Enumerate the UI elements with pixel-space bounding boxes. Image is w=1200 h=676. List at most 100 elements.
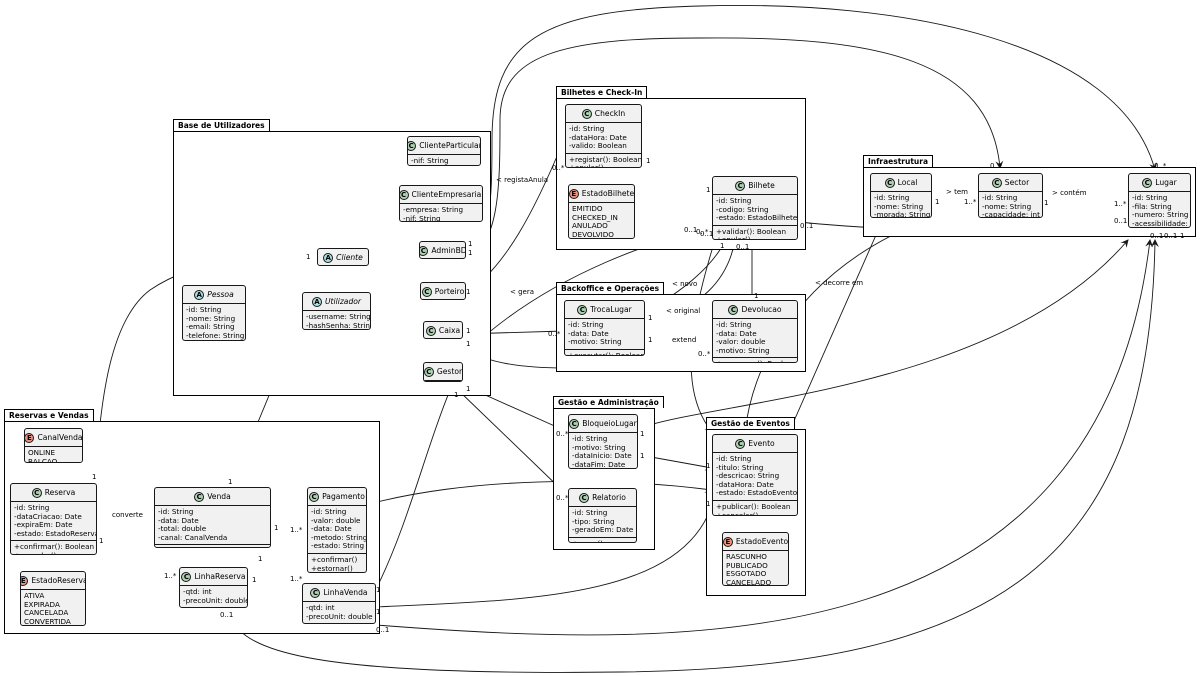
stereotype-c-icon: C bbox=[728, 305, 739, 315]
attributes-line: -estado: EstadoEvento bbox=[716, 488, 798, 498]
methods: +publicar(): Boolean+cancelar() bbox=[713, 499, 797, 516]
label-decorre-em: < decorre em bbox=[815, 279, 864, 287]
mult: 0..* bbox=[548, 330, 561, 338]
label-extend: extend bbox=[672, 336, 697, 344]
mult: 1 bbox=[466, 340, 471, 348]
mult: 1..* bbox=[964, 198, 977, 206]
attributes-line: -nif: String bbox=[403, 213, 441, 222]
attributes-line: -username: String bbox=[306, 312, 371, 321]
methods-line: +processar(): Boolean bbox=[716, 360, 796, 362]
attributes: -qtd: int-precoUnit: double bbox=[180, 585, 247, 607]
mult: 0..1 bbox=[1150, 232, 1164, 240]
mult: 1 bbox=[468, 249, 473, 257]
attributes-line: -dataInicio: Date bbox=[572, 451, 632, 461]
attributes-line: -tipo: String bbox=[572, 516, 615, 526]
mult: 1 bbox=[754, 292, 759, 300]
methods: +emitirBilhetes(): List<Bilhete> bbox=[155, 544, 270, 548]
edge-linhavenda-lugar bbox=[375, 239, 1154, 636]
class-name: Sector bbox=[1004, 177, 1030, 187]
attributes-line: -id: String bbox=[158, 507, 194, 516]
attributes-line: -estado: String bbox=[311, 541, 365, 551]
stereotype-c-icon: C bbox=[408, 141, 417, 151]
attributes-line: -id: String bbox=[874, 193, 910, 202]
mult: 0..* bbox=[556, 494, 569, 502]
attributes bbox=[424, 380, 462, 381]
mult: 1 bbox=[466, 327, 471, 335]
attributes-line: -empresa: String bbox=[403, 205, 464, 214]
mult: 1 bbox=[92, 473, 97, 481]
mult: 1 bbox=[640, 430, 645, 438]
attributes: -id: String-nome: String-email: String-t… bbox=[183, 303, 245, 340]
class-name: LinhaReserva bbox=[194, 571, 246, 581]
mult: 1 bbox=[454, 391, 459, 399]
stereotype-c-icon: C bbox=[579, 493, 590, 503]
stereotype-c-icon: C bbox=[569, 419, 580, 429]
enum-values-line: RASCUNHO bbox=[726, 552, 767, 561]
mult: 0..* bbox=[552, 164, 565, 172]
attributes-line: -motivo: String bbox=[716, 345, 770, 355]
mult: 0..* bbox=[698, 350, 711, 358]
mult: 1 bbox=[640, 452, 645, 460]
mult: 0..1 bbox=[376, 626, 390, 634]
attributes-line: -valido: Boolean bbox=[569, 141, 627, 151]
attributes-line: -total: double bbox=[158, 524, 207, 534]
stereotype-a-icon: A bbox=[311, 297, 322, 307]
mult: 1 bbox=[706, 462, 711, 470]
stereotype-c-icon: C bbox=[424, 367, 434, 377]
mult: 1 bbox=[1044, 199, 1049, 207]
package-title-backoffice: Backoffice e Operações bbox=[556, 282, 665, 294]
attributes-line: -id: String bbox=[716, 454, 752, 463]
methods-line: +emitirBilhetes(): List<Bilhete> bbox=[158, 547, 270, 548]
methods-line: +cancelar() bbox=[716, 510, 759, 516]
attributes: -id: String-dataHora: Date-valido: Boole… bbox=[566, 122, 641, 153]
mult: 1 bbox=[706, 500, 711, 508]
stereotype-c-icon: C bbox=[581, 109, 592, 119]
package-title-gestao: Gestão e Administração bbox=[553, 396, 664, 408]
class-name: Pagamento bbox=[322, 491, 365, 501]
enum-values-line: PUBLICADO bbox=[726, 560, 768, 570]
class-name: CanalVenda bbox=[37, 432, 83, 442]
class-name: Bilhete bbox=[748, 180, 775, 190]
class-name: EstadoEvento bbox=[735, 536, 789, 546]
attributes-line: -nome: String bbox=[874, 201, 924, 211]
mult: 1 bbox=[720, 242, 725, 250]
attributes-line: -id: String bbox=[716, 320, 752, 329]
